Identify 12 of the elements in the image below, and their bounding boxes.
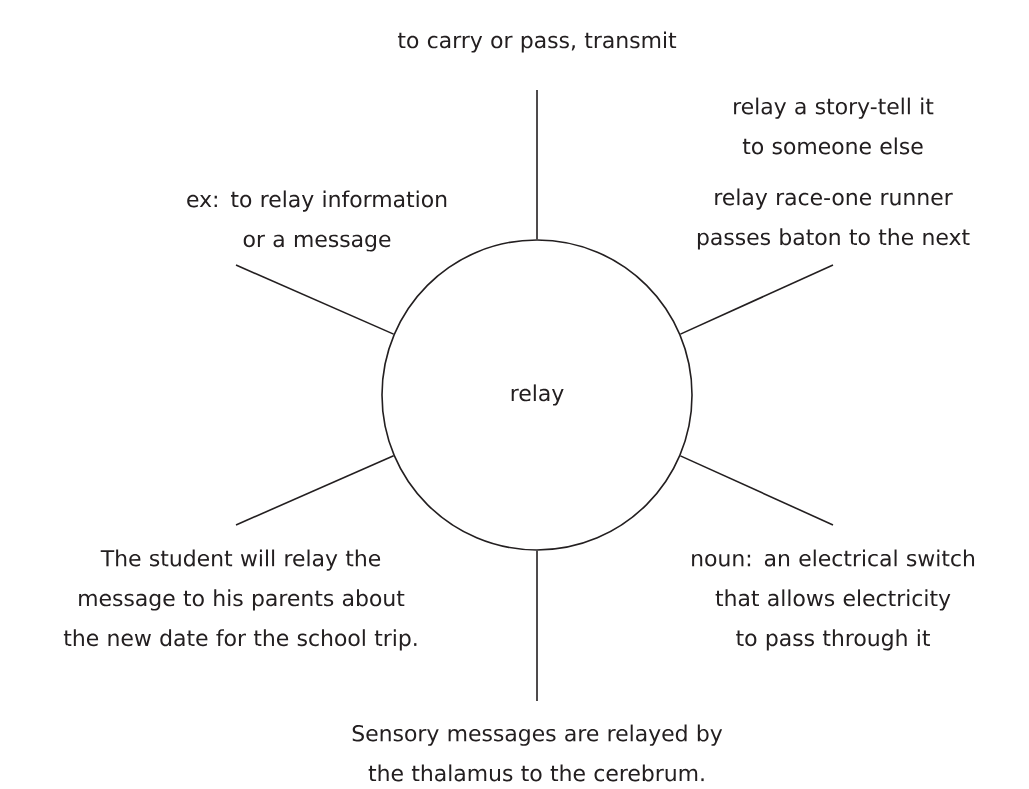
definition-text: to carry or pass, transmit xyxy=(397,31,677,53)
spoke-line xyxy=(679,264,834,335)
spoke-line xyxy=(679,455,834,526)
definition-text: relay race-one runner passes baton to the next xyxy=(697,188,970,250)
note-text: relay a story-tell it to someone else xyxy=(734,97,934,155)
spoke-line xyxy=(235,455,395,526)
definition-text: The student will relay the message to his parents about the new date for the school trip. xyxy=(63,549,417,651)
definition-text: Sensory messages are relayed by the thalamus to the cerebrum. xyxy=(352,724,723,782)
spoke-line xyxy=(536,89,538,240)
spoke-line xyxy=(235,264,395,335)
definition-text: noun: an electrical switch that allows electricity to pass through it xyxy=(692,549,975,651)
spoke-line xyxy=(536,550,538,702)
